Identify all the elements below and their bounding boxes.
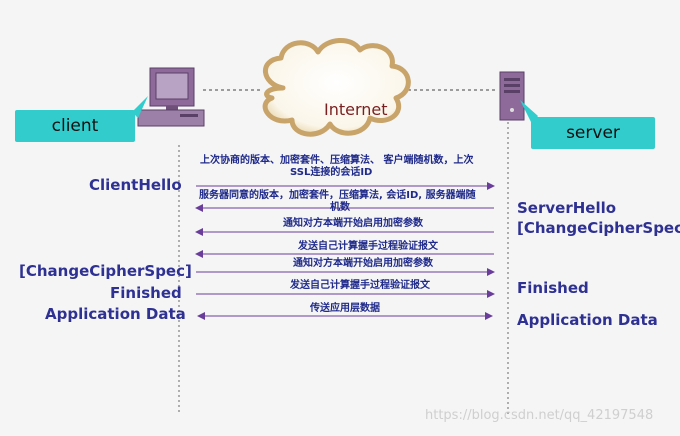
watermark: https://blog.csdn.net/qq_42197548 — [425, 408, 654, 423]
internet-label: Internet — [324, 100, 388, 119]
right-phase-finished: Finished — [517, 279, 589, 297]
server-tower-icon — [499, 71, 525, 121]
client-label: client — [51, 116, 99, 136]
right-phase-server-hello: ServerHello — [517, 199, 617, 217]
msg-client-change-cipher: 通知对方本端开始启用加密参数 — [293, 258, 433, 269]
server-callout: server — [531, 117, 655, 149]
msg-server-finished: 发送自己计算握手过程验证报文 — [298, 241, 438, 252]
left-phase-change-cipher-spec: [ChangeCipherSpec] — [19, 262, 192, 280]
right-phase-application-data: Application Data — [517, 311, 658, 329]
client-computer-icon — [137, 67, 205, 127]
msg-application-data: 传送应用层数据 — [310, 303, 380, 314]
left-phase-application-data: Application Data — [45, 305, 186, 323]
client-callout-tail — [132, 96, 148, 118]
right-phase-change-cipher-spec: [ChangeCipherSpec] — [517, 219, 680, 237]
msg-server-hello-line2: 机数 — [330, 202, 350, 213]
msg-client-hello-line2: SSL连接的会话ID — [290, 167, 373, 178]
msg-client-finished: 发送自己计算握手过程验证报文 — [290, 280, 430, 291]
left-phase-finished: Finished — [110, 284, 182, 302]
msg-server-change-cipher: 通知对方本端开始启用加密参数 — [283, 218, 423, 229]
left-phase-client-hello: ClientHello — [89, 176, 182, 194]
server-label: server — [566, 123, 620, 143]
client-callout: client — [15, 110, 135, 142]
msg-client-hello-line1: 上次协商的版本、加密套件、压缩算法、 客户端随机数，上次 — [200, 155, 474, 166]
internet-cloud-icon — [262, 38, 411, 137]
msg-server-hello-line1: 服务器同意的版本，加密套件，压缩算法, 会话ID, 服务器端随 — [199, 190, 476, 201]
